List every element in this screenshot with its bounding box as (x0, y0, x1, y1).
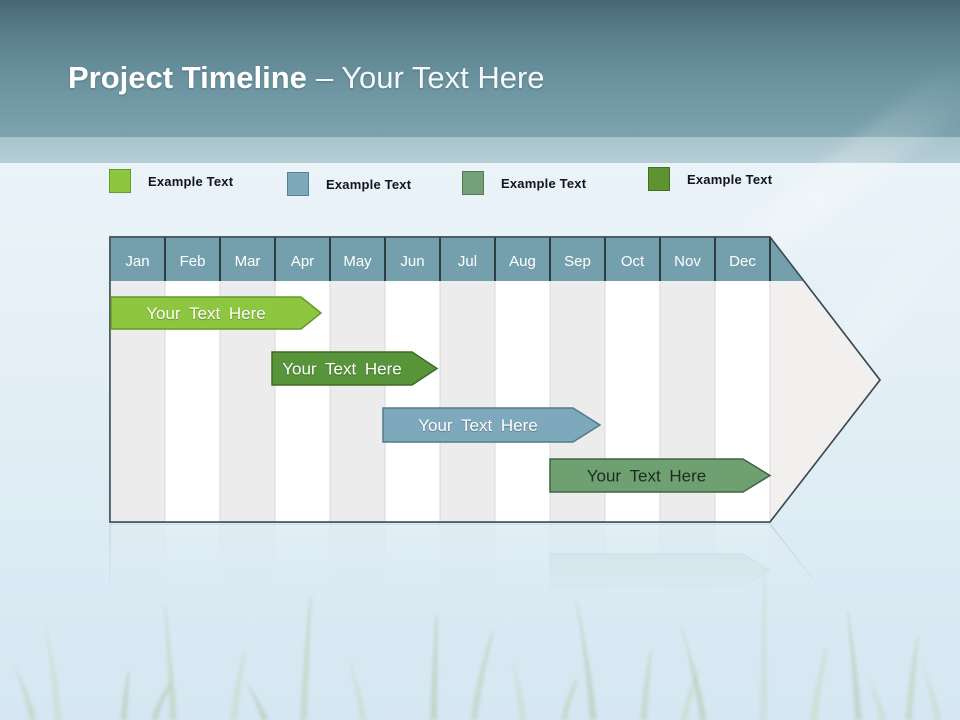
month-header-cell: Sep (564, 253, 591, 270)
grass-blade (45, 624, 62, 720)
month-header-cell: Jul (458, 253, 477, 270)
grass-blade (470, 630, 494, 720)
grass-blade (866, 674, 887, 720)
month-header-cell: Jan (125, 253, 149, 270)
timeline-bar[interactable] (549, 553, 772, 588)
legend-item[interactable]: Example Text (648, 167, 772, 191)
month-header-cell: Dec (729, 253, 756, 270)
title-band-accent-strip (0, 137, 960, 163)
grass-blade (905, 636, 919, 720)
slide-title-main: Project Timeline (68, 60, 307, 95)
legend-item[interactable]: Example Text (462, 171, 586, 195)
grass-blade (847, 610, 862, 720)
grass-blade (430, 614, 438, 720)
timeline-bar[interactable] (271, 351, 439, 386)
grass-blade (300, 594, 312, 720)
timeline-bar-label: Your Text Here (146, 304, 266, 323)
grass-decoration (12, 564, 942, 720)
timeline-bar[interactable] (382, 407, 602, 443)
grass-blade (560, 678, 578, 720)
grass-blade (120, 670, 130, 720)
legend-item[interactable]: Example Text (287, 172, 411, 196)
grass-blade (640, 650, 652, 720)
month-header-band (110, 237, 804, 281)
timeline-bar-label: Your Text Here (418, 416, 538, 435)
grass-blade (760, 564, 767, 720)
month-header-cell: Aug (509, 253, 536, 270)
legend-swatch-olive (648, 167, 670, 191)
month-header-cell: Mar (235, 253, 261, 270)
month-header-cell: Feb (180, 253, 206, 270)
legend-item[interactable]: Example Text (109, 169, 233, 193)
slide-title[interactable]: Project Timeline– Your Text Here (68, 58, 545, 98)
legend-label: Example Text (501, 175, 587, 191)
grass-blade (12, 660, 37, 720)
grass-blade (920, 660, 942, 720)
arrow-outline (109, 236, 881, 523)
arrow-outline (109, 523, 881, 720)
legend-swatch-sage (462, 171, 484, 195)
grass-blade (242, 676, 269, 720)
grass-blade (576, 600, 597, 720)
timeline-bar[interactable] (110, 296, 323, 330)
month-header-cell: Nov (674, 253, 701, 270)
timeline-bar-label: Your Text Here (587, 467, 707, 486)
grass-blade (230, 650, 246, 720)
month-header-cell: Jun (400, 253, 424, 270)
legend-label: Example Text (687, 171, 773, 187)
grass-blade (810, 646, 828, 720)
slide-title-suffix: – Your Text Here (315, 60, 545, 95)
grass-blade (348, 656, 367, 720)
grass-blade (512, 660, 527, 720)
legend-label: Example Text (326, 176, 412, 192)
month-column (385, 281, 440, 522)
month-header-cell: Apr (291, 253, 314, 270)
grass-blade (680, 670, 700, 720)
legend-swatch-blue (287, 172, 309, 196)
legend-label: Example Text (148, 173, 234, 189)
title-band (0, 0, 960, 137)
timeline-arrow-chart[interactable]: Jan Feb Mar Apr May Jun Jul Aug Sep Oct Nov DecYour… (108, 235, 884, 525)
month-header-cell: May (343, 253, 372, 270)
grass-blade (164, 604, 177, 720)
timeline-bar[interactable] (549, 458, 772, 493)
grass-blade (150, 682, 172, 720)
month-header-cell: Oct (621, 253, 645, 270)
timeline-bar-label: Your Text Here (282, 360, 402, 379)
month-column (440, 281, 495, 522)
month-column (495, 281, 550, 522)
month-column (330, 281, 385, 522)
grass-blade (680, 624, 707, 720)
legend-swatch-green (109, 169, 131, 193)
